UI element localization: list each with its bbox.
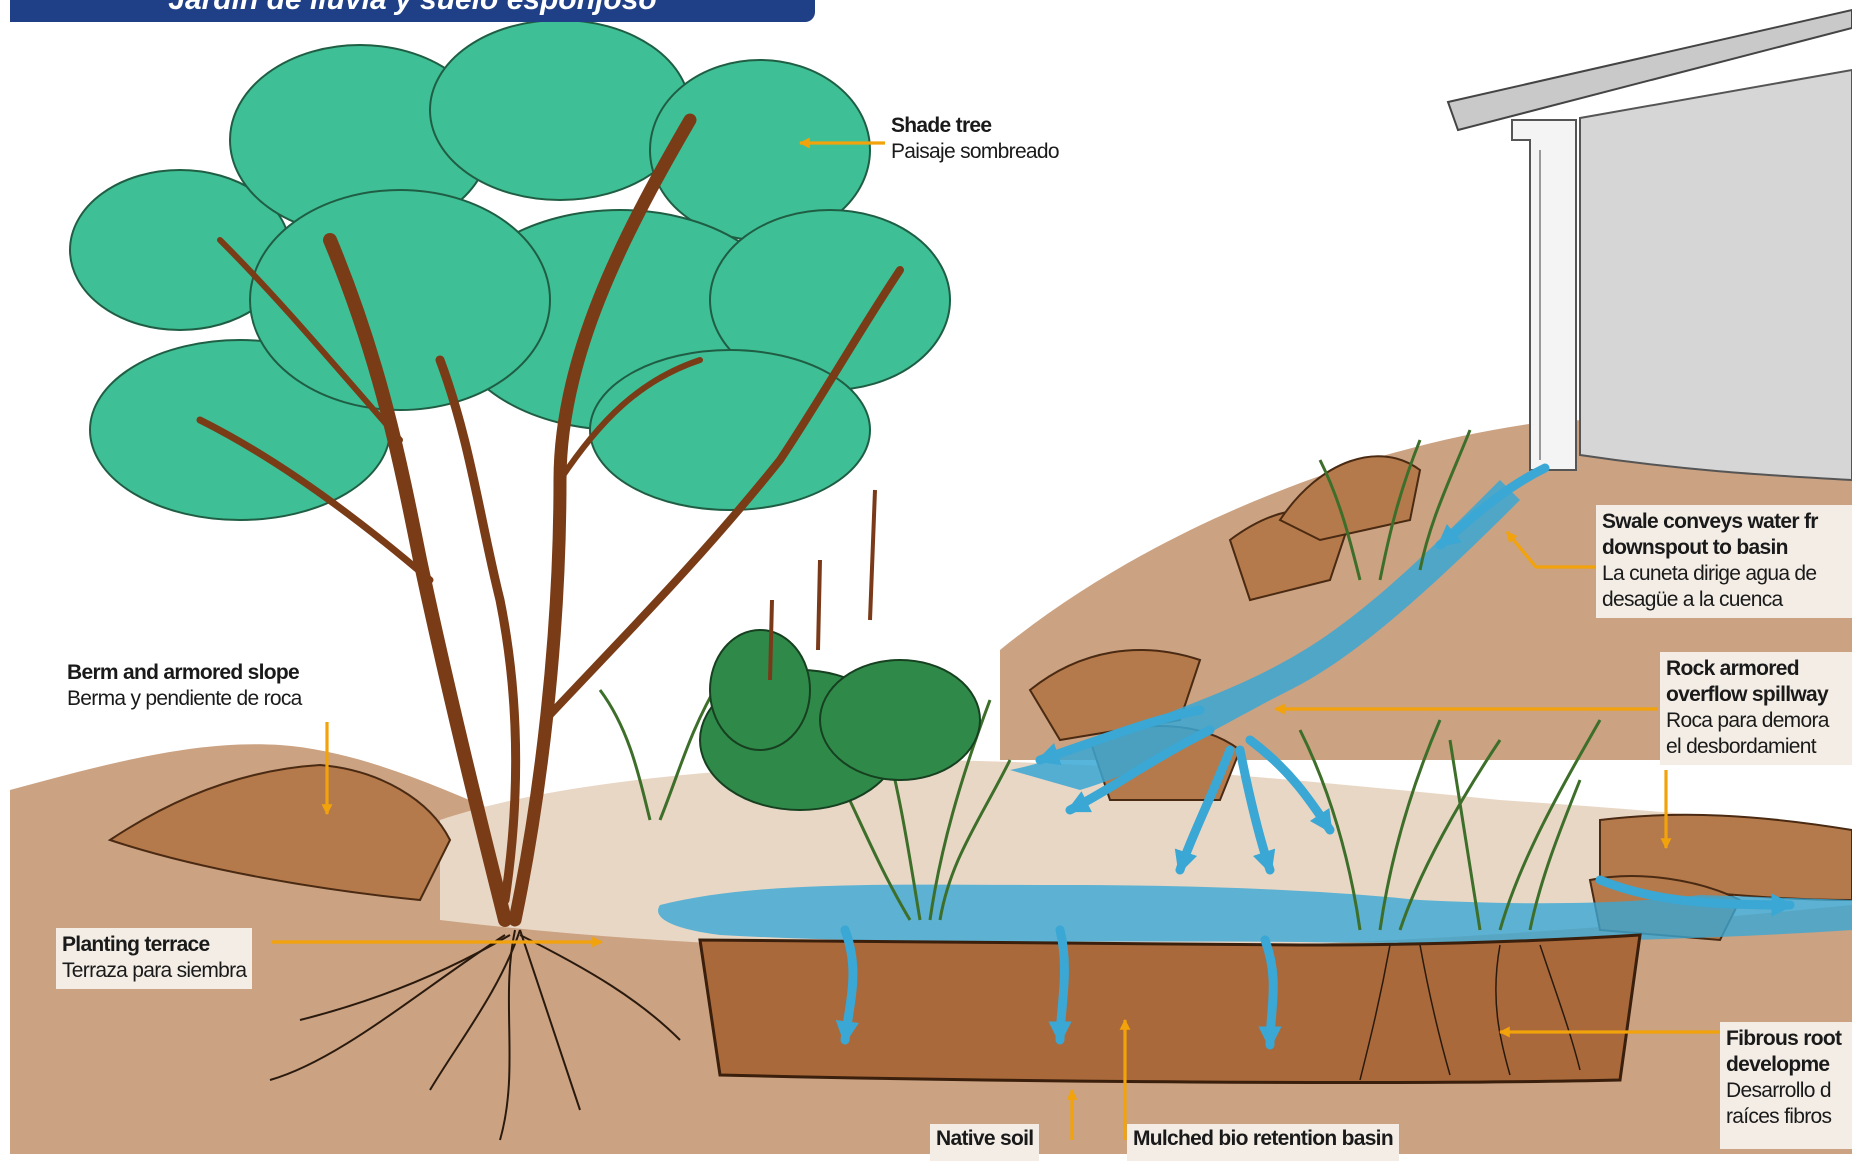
shade-tree-label-en: Shade tree: [891, 113, 1059, 139]
berm-label: Berm and armored slope Berma y pendiente…: [67, 660, 302, 712]
title-banner: Jardín de lluvia y suelo esponjoso: [10, 0, 815, 22]
spillway-label: Rock armored overflow spillway Roca para…: [1660, 652, 1852, 765]
native-soil-label-en: Native soil: [936, 1126, 1033, 1152]
swale-label-en-1: Swale conveys water fr: [1602, 509, 1846, 535]
spillway-label-es-2: el desbordamient: [1666, 734, 1846, 760]
shade-tree-label-es: Paisaje sombreado: [891, 139, 1059, 165]
planting-terrace-label: Planting terrace Terraza para siembra: [56, 928, 252, 989]
spillway-label-en-1: Rock armored: [1666, 656, 1846, 682]
basin-label: Mulched bio retention basin: [1127, 1124, 1399, 1161]
berm-label-en: Berm and armored slope: [67, 660, 302, 686]
planting-terrace-label-es: Terraza para siembra: [62, 958, 246, 984]
house-wall: [1580, 70, 1852, 480]
swale-label-es-1: La cuneta dirige agua de: [1602, 561, 1846, 587]
spillway-label-es-1: Roca para demora: [1666, 708, 1846, 734]
swale-label-en-2: downspout to basin: [1602, 535, 1846, 561]
fibrous-roots-label: Fibrous root developme Desarrollo d raíc…: [1720, 1022, 1852, 1149]
swale-label: Swale conveys water fr downspout to basi…: [1596, 505, 1852, 618]
downspout: [1512, 120, 1576, 470]
planting-terrace-label-en: Planting terrace: [62, 932, 246, 958]
spillway-label-en-2: overflow spillway: [1666, 682, 1846, 708]
fibrous-roots-label-es-2: raíces fibros: [1726, 1104, 1846, 1130]
native-soil-label: Native soil: [930, 1124, 1039, 1161]
shade-tree-label: Shade tree Paisaje sombreado: [891, 113, 1059, 165]
tree-canopy: [70, 20, 950, 520]
fibrous-roots-label-en-1: Fibrous root: [1726, 1026, 1846, 1052]
berm-label-es: Berma y pendiente de roca: [67, 686, 302, 712]
swale-label-es-2: desagüe a la cuenca: [1602, 587, 1846, 613]
basin-label-en: Mulched bio retention basin: [1133, 1126, 1393, 1152]
house: [1448, 10, 1852, 480]
fibrous-roots-label-es-1: Desarrollo d: [1726, 1078, 1846, 1104]
diagram-title: Jardín de lluvia y suelo esponjoso: [10, 0, 815, 17]
fibrous-roots-label-en-2: developme: [1726, 1052, 1846, 1078]
retention-basin: [700, 935, 1640, 1082]
